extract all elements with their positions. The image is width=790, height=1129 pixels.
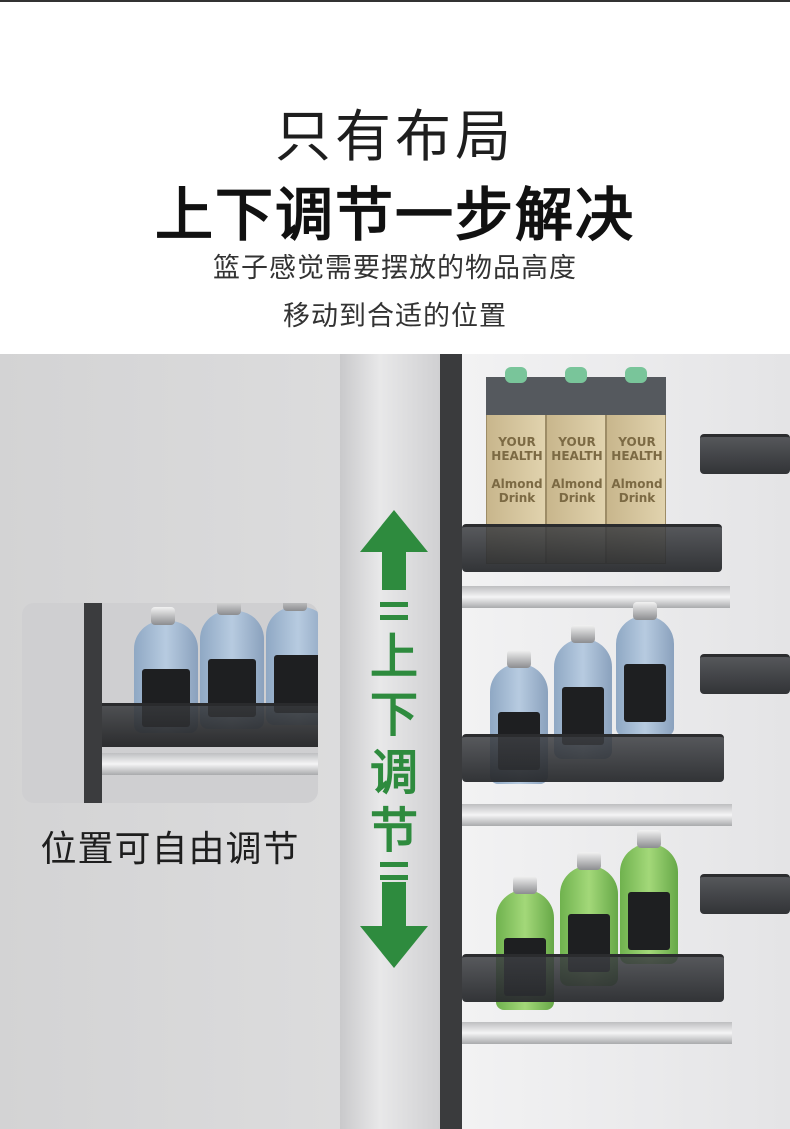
bottle — [620, 830, 678, 964]
equals-icon — [380, 862, 408, 880]
basket-lower — [462, 954, 724, 1002]
rail-lower — [462, 1022, 732, 1044]
equals-icon — [380, 602, 408, 620]
subtitle-line-2: 移动到合适的位置 — [283, 301, 507, 332]
basket-top — [462, 524, 722, 572]
arrow-up-icon — [360, 510, 428, 552]
top-rule — [0, 0, 790, 2]
basket-right — [700, 654, 790, 694]
basket-right — [700, 434, 790, 474]
headline-light: 只有布局 — [275, 105, 515, 170]
basket-middle — [462, 734, 724, 782]
arrow-label: 上下调节 — [369, 629, 418, 859]
rail-top — [462, 586, 730, 608]
adjust-arrow: 上下调节 — [360, 510, 428, 970]
bottle — [616, 602, 674, 736]
inset-rail — [102, 753, 318, 775]
detail-inset-image — [22, 603, 318, 803]
cabinet-side-panel — [440, 354, 462, 1129]
headline-bold: 上下调节一步解决 — [154, 181, 635, 249]
wall-panel — [340, 354, 440, 1129]
inset-basket — [102, 703, 318, 747]
basket-right — [700, 874, 790, 914]
rail-middle — [462, 804, 732, 826]
arrow-down-icon — [360, 926, 428, 968]
subtitle-line-1: 篮子感觉需要摆放的物品高度 — [213, 253, 577, 284]
inset-caption: 位置可自由调节 — [40, 829, 300, 870]
